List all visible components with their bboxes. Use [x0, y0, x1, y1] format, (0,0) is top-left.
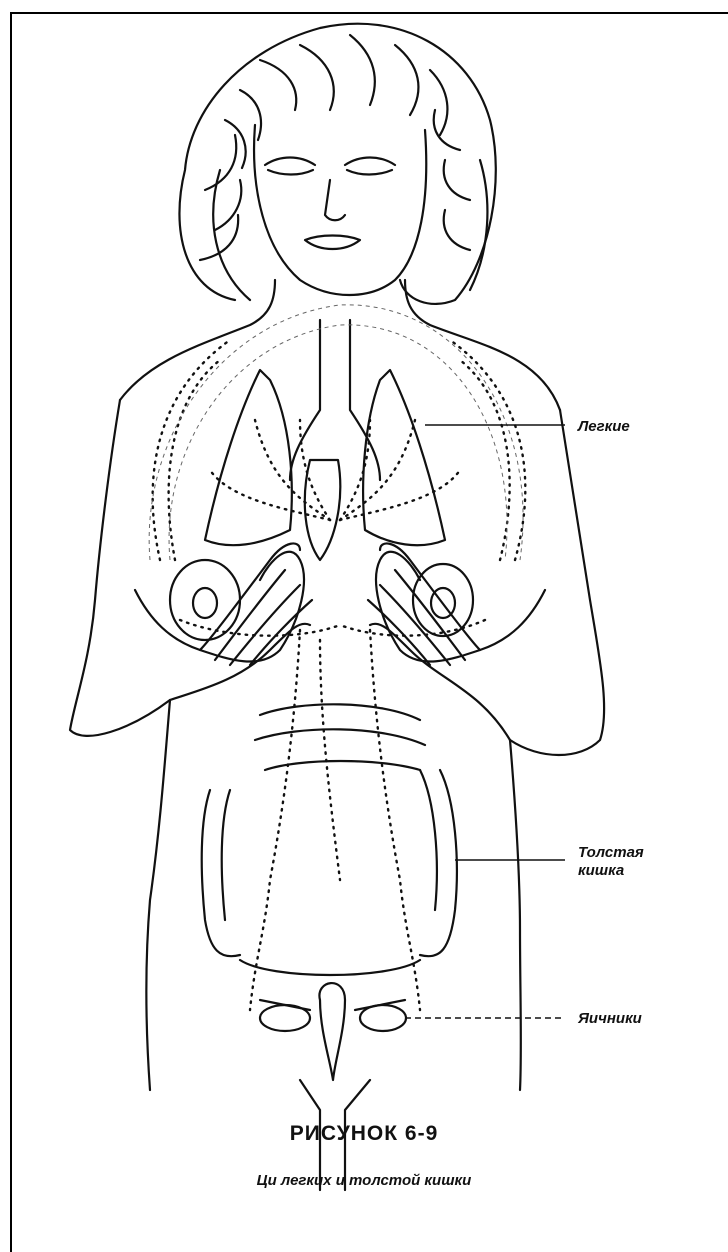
colon-label-line2: кишка: [578, 862, 644, 880]
figure-caption: Ци легких и толстой кишки: [0, 1172, 728, 1189]
uterus: [260, 983, 406, 1190]
torso-outline: [70, 280, 604, 1090]
leader-lines: [405, 425, 565, 1018]
hair: [179, 24, 495, 304]
figure-title: РИСУНОК 6-9: [0, 1122, 728, 1146]
colon-label: Толстая кишка: [578, 844, 644, 880]
lungs-label: Легкие: [578, 418, 630, 436]
face: [254, 125, 426, 295]
qi-pathways: [153, 340, 526, 1010]
hands: [135, 543, 545, 740]
lungs: [205, 320, 445, 560]
breasts: [170, 560, 473, 640]
ovaries-label: Яичники: [578, 1010, 642, 1028]
colon: [202, 704, 457, 975]
colon-label-line1: Толстая: [578, 844, 644, 862]
